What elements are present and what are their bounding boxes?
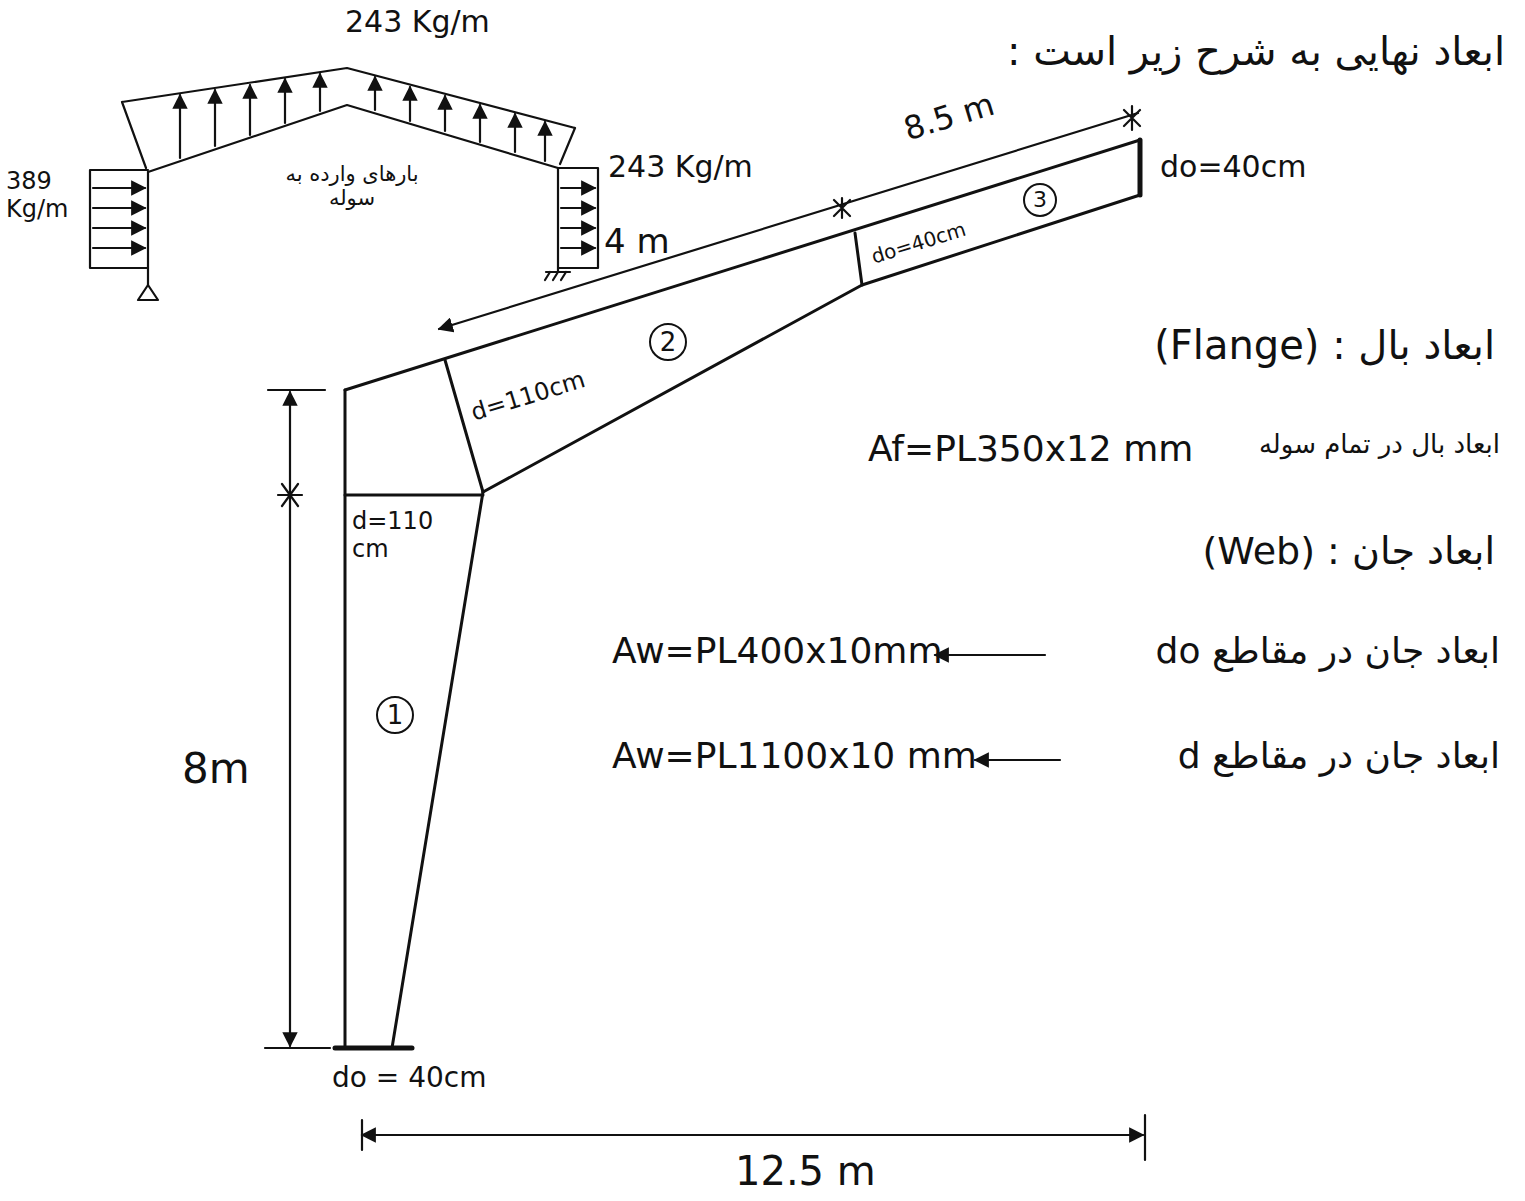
dimension-ticks	[265, 390, 330, 1048]
dimension-label: Aw=PL1100x10 mm	[612, 735, 977, 776]
dimension-label: do=40cm	[1160, 150, 1306, 185]
dimension-label: do=40cm	[869, 218, 969, 269]
dimension-label: بارهای وارده به سوله	[272, 162, 432, 210]
callout-circle: 1	[376, 696, 414, 734]
dimension-label: d=110cm	[468, 366, 589, 427]
dimension-label: 8.5 m	[900, 86, 999, 148]
dimension-line	[439, 113, 1138, 329]
pointer-arrow	[975, 759, 1060, 761]
callout-number: 3	[1033, 189, 1047, 211]
dimension-label: ابعاد بال : (Flange)	[1154, 322, 1495, 368]
sketch-column	[557, 168, 559, 272]
dimension-label: 4 m	[604, 222, 670, 261]
support-symbol	[138, 285, 158, 300]
dimension-label: 389 Kg/m	[6, 168, 72, 223]
sketch-rafter	[148, 105, 558, 172]
base-plate	[335, 1046, 412, 1051]
callout-number: 1	[387, 702, 404, 728]
dimension-line	[289, 392, 291, 1046]
dimension-label: ابعاد جان در مقاطع do	[1156, 630, 1500, 671]
dimension-label: 8m	[182, 745, 250, 793]
dimension-line	[362, 1134, 1143, 1136]
dimension-label: ابعاد نهایی به شرح زیر است :	[1007, 28, 1505, 74]
dimension-label: ابعاد جان : (Web)	[1203, 530, 1496, 574]
load-envelope	[122, 68, 575, 168]
dimension-label: 12.5 m	[735, 1148, 876, 1194]
tapered-frame	[345, 140, 1140, 1048]
support-symbol	[545, 272, 570, 280]
dimension-label: 243 Kg/m	[608, 150, 753, 185]
wind-arrows	[561, 188, 595, 248]
wind-load-box	[90, 170, 148, 268]
wind-load-box	[558, 168, 598, 268]
dimension-label: 243 Kg/m	[345, 5, 490, 40]
callout-circle: 3	[1023, 183, 1057, 217]
end-plate	[1138, 140, 1143, 195]
pointer-arrow	[935, 654, 1045, 656]
load-arrows	[180, 74, 545, 161]
dimension-label: ابعاد جان در مقاطع d	[1178, 735, 1500, 776]
callout-circle: 2	[649, 323, 687, 361]
dimension-label: Aw=PL400x10mm	[612, 630, 943, 671]
dimension-label: ابعاد بال در تمام سوله	[1259, 430, 1500, 460]
dimension-label: do = 40cm	[332, 1062, 486, 1094]
dimension-label: Af=PL350x12 mm	[868, 428, 1193, 469]
dimension-label: d=110 cm	[352, 508, 442, 563]
wind-arrows	[93, 188, 145, 248]
callout-number: 2	[660, 329, 677, 355]
